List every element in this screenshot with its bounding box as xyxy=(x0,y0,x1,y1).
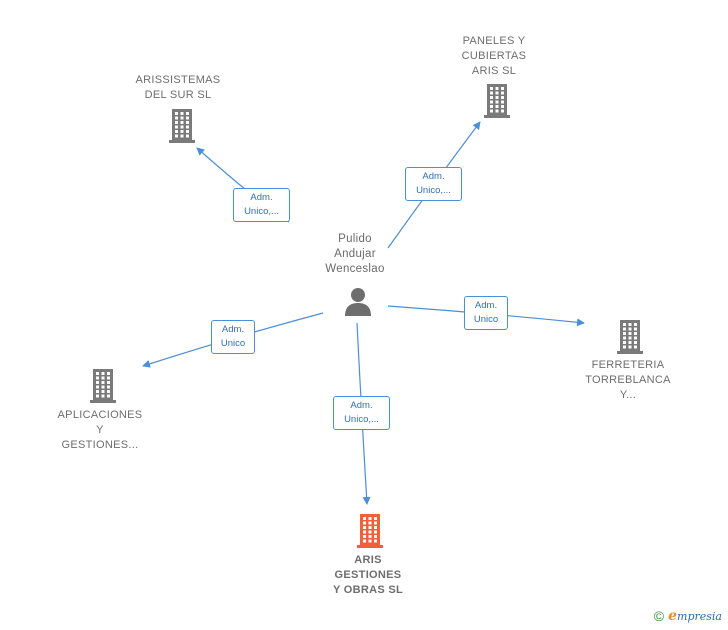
copyright-icon: © xyxy=(653,608,665,624)
relation-label-ferreteria[interactable]: Adm. Unico xyxy=(464,296,508,330)
company-name-aris-gestiones[interactable]: ARIS GESTIONES Y OBRAS SL xyxy=(332,554,404,596)
relation-label-aris-gestiones[interactable]: Adm. Unico,... xyxy=(333,396,390,430)
building-icon[interactable] xyxy=(614,320,646,354)
building-icon[interactable] xyxy=(354,514,386,548)
relation-label-paneles[interactable]: Adm. Unico,... xyxy=(405,167,462,201)
footer-brand: © empresia xyxy=(654,608,722,624)
company-name-ferreteria[interactable]: FERRETERIA TORREBLANCA Y... xyxy=(585,359,671,401)
company-name-arissistemas[interactable]: ARISSISTEMAS DEL SUR SL xyxy=(135,74,221,101)
brand-logo: empresia xyxy=(668,608,722,624)
relation-label-arissistemas[interactable]: Adm. Unico,... xyxy=(233,188,290,222)
building-icon[interactable] xyxy=(481,84,513,118)
relation-label-aplicaciones[interactable]: Adm. Unico xyxy=(211,320,255,354)
person-icon[interactable] xyxy=(342,285,374,317)
company-name-paneles[interactable]: PANELES Y CUBIERTAS ARIS SL xyxy=(461,35,527,77)
person-name[interactable]: Pulido Andujar Wenceslao xyxy=(325,233,385,275)
building-icon[interactable] xyxy=(87,369,119,403)
building-icon[interactable] xyxy=(166,109,198,143)
company-name-aplicaciones[interactable]: APLICACIONES Y GESTIONES... xyxy=(57,409,143,451)
